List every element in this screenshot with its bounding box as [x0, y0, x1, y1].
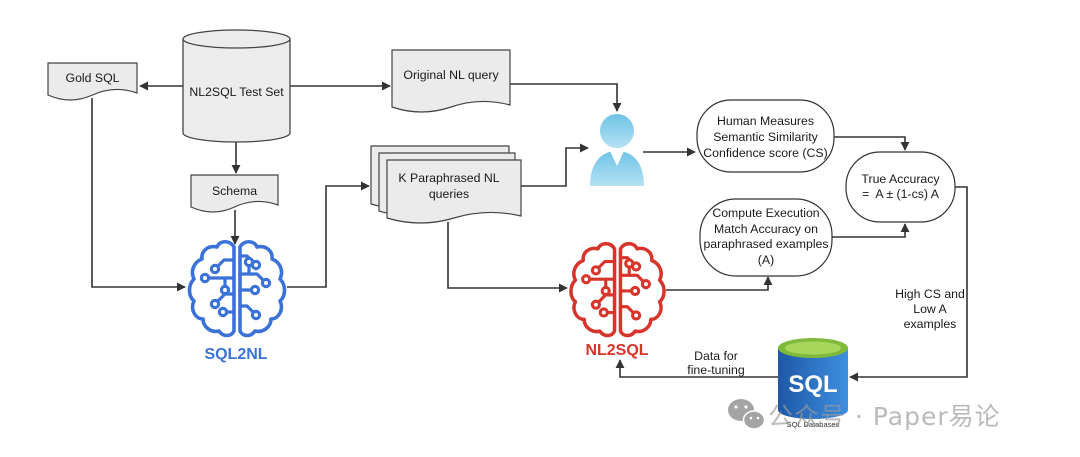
human-measures-line-2: Semantic Similarity: [713, 130, 818, 144]
document-icon: [391, 49, 511, 113]
edge-nl2sql-to-compute: [666, 276, 773, 291]
human-measures-box: Human Measures Semantic Similarity Confi…: [696, 99, 835, 173]
edge-compute-to-true-accuracy: [832, 223, 910, 238]
human-measures-shape: [696, 99, 835, 173]
fine-tuning-line-1: Data for: [694, 349, 738, 363]
person-collar: [610, 151, 624, 166]
sql-db-caption: SQL Databases: [787, 420, 840, 429]
edge-original-query-to-person: [510, 83, 622, 112]
true-accuracy-box: True Accuracy = A ± (1-cs) A: [845, 151, 956, 223]
original-query-document: Original NL query: [391, 49, 511, 113]
sql2nl-brain-circuit-icon: [187, 239, 287, 338]
sql-db-badge: SQL: [788, 371, 837, 398]
sql2nl-model: SQL2NL: [187, 239, 287, 363]
person-body: [590, 151, 644, 186]
wechat-icon: [728, 399, 766, 430]
edge-goldsql-to-sql2nl: [91, 98, 186, 292]
human-measures-line-3: Confidence score (CS): [703, 146, 827, 160]
watermark: 公众号 · Paper易论: [728, 399, 1001, 431]
database-cylinder-icon: [182, 39, 291, 143]
fine-tuning-line-2: fine-tuning: [687, 363, 745, 377]
test-set-cylinder: NL2SQL Test Set: [182, 29, 291, 143]
document-icon: [190, 174, 279, 213]
original-query-label: Original NL query: [403, 68, 499, 82]
watermark-text: 公众号 · Paper易论: [768, 402, 1001, 431]
high-cs-line-3: examples: [904, 317, 957, 331]
nl2sql-model: NL2SQL: [569, 241, 666, 359]
high-cs-line-2: Low A: [913, 302, 947, 316]
stacked-documents-icon: [386, 159, 522, 224]
true-accuracy-line-1: True Accuracy: [861, 172, 940, 186]
sql-db-body: [778, 348, 848, 419]
person-head: [600, 114, 634, 148]
paraphrased-queries-stack: K Paraphrased NL queries: [370, 145, 522, 224]
edge-paraphrased-to-nl2sql: [447, 222, 568, 293]
edges: [91, 81, 968, 382]
paraphrased-label-line-2: queries: [429, 187, 469, 201]
gold-sql-label: Gold SQL: [66, 71, 120, 85]
edge-sql2nl-to-paraphrased: [287, 181, 370, 288]
edge-human-measures-to-true-accuracy: [834, 136, 910, 151]
true-accuracy-formula: = A ± (1-cs) A: [862, 187, 940, 201]
edge-paraphrased-to-person: [521, 143, 589, 187]
gold-sql-document: Gold SQL: [47, 62, 138, 101]
compute-accuracy-line-2: Match Accuracy on: [714, 222, 818, 236]
high-cs-line-1: High CS and: [895, 287, 965, 301]
compute-accuracy-box: Compute Execution Match Accuracy on para…: [699, 198, 833, 277]
sql2nl-label: SQL2NL: [204, 346, 267, 363]
test-set-label: NL2SQL Test Set: [189, 85, 284, 99]
compute-accuracy-line-3: paraphrased examples: [703, 237, 828, 251]
person-icon: [590, 114, 644, 186]
nl2sql-brain-circuit-icon: [569, 241, 666, 338]
schema-document: Schema: [190, 174, 279, 213]
nl2sql-label: NL2SQL: [585, 342, 648, 359]
paraphrased-label-line-1: K Paraphrased NL: [398, 171, 499, 185]
human-measures-line-1: Human Measures: [717, 114, 814, 128]
true-accuracy-shape: [845, 151, 956, 223]
sql-database-icon: SQL SQL Databases: [778, 338, 848, 429]
compute-accuracy-line-4: (A): [758, 253, 774, 267]
sql-db-top-inner: [785, 341, 841, 355]
high-cs-low-a-label: High CS and Low A examples: [895, 287, 965, 331]
schema-label: Schema: [212, 184, 257, 198]
cylinder-top: [182, 29, 291, 49]
fine-tuning-label: Data for fine-tuning: [687, 349, 745, 377]
compute-accuracy-line-1: Compute Execution: [712, 206, 819, 220]
document-icon: [47, 62, 138, 101]
edge-true-accuracy-to-sql-db: [849, 186, 968, 382]
edge-sql-db-to-nl2sql: [615, 359, 778, 378]
compute-accuracy-shape: [699, 198, 833, 277]
